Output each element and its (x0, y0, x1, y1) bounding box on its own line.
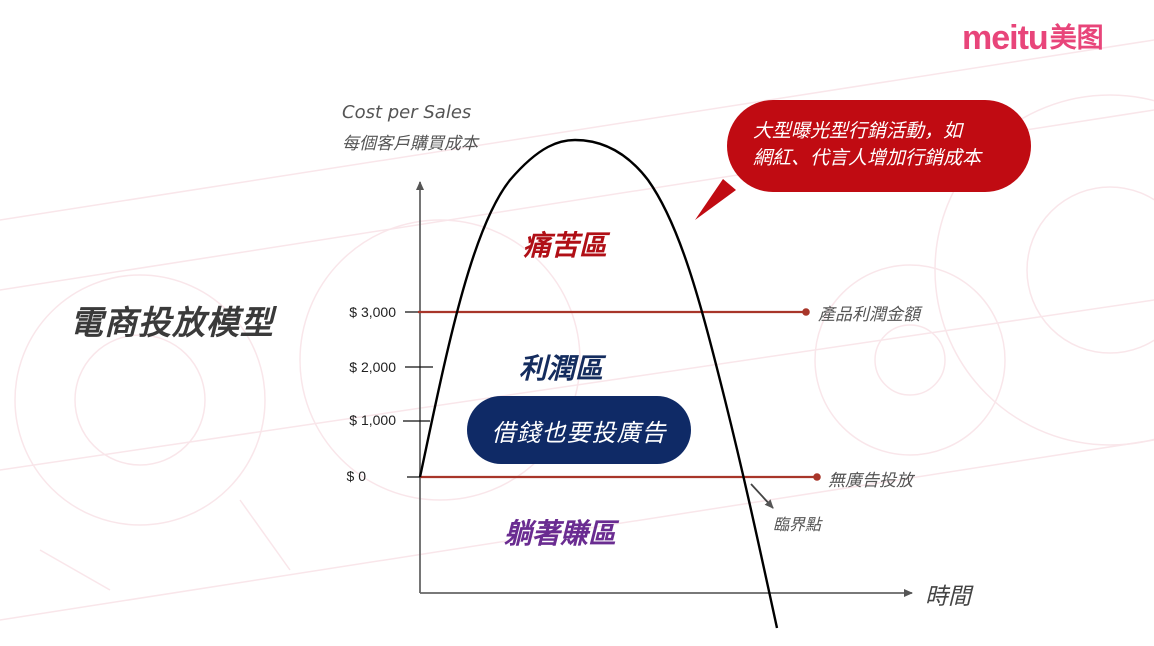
zero-line-label: 無廣告投放 (828, 471, 913, 491)
meitu-logo: meitu 美图 (962, 18, 1104, 58)
bubble-line-1: 大型曝光型行銷活動，如 (753, 120, 963, 142)
y-axis-label-en: Cost per Sales (342, 102, 472, 123)
y-tick-0: $ 0 (346, 468, 366, 484)
zone-label-pain: 痛苦區 (523, 229, 608, 262)
zone-label-lazy-earn: 躺著賺區 (504, 517, 617, 550)
y-axis-label-zh: 每個客戶購買成本 (342, 134, 478, 154)
logo-latin: meitu (962, 19, 1049, 57)
speech-bubble-tail (695, 179, 736, 220)
x-axis-label: 時間 (925, 584, 971, 610)
y-tick-2000: $ 2,000 (349, 359, 396, 375)
profit-line-dot (802, 308, 810, 316)
marketing-cost-speech-bubble: 大型曝光型行銷活動，如 網紅、代言人增加行銷成本 (727, 100, 1031, 192)
profit-line-label: 產品利潤金額 (818, 305, 920, 325)
slide-title: 電商投放模型 (70, 303, 274, 342)
logo-cjk: 美图 (1049, 22, 1104, 53)
borrow-to-advertise-pill: 借錢也要投廣告 (467, 396, 691, 464)
bubble-line-2: 網紅、代言人增加行銷成本 (753, 147, 982, 169)
pill-text: 借錢也要投廣告 (491, 418, 667, 447)
zero-line-dot (813, 473, 821, 481)
break-even-arrow (750, 483, 774, 509)
break-even-label: 臨界點 (773, 515, 822, 534)
cost-curve (418, 138, 779, 629)
y-tick-1000: $ 1,000 (349, 412, 396, 428)
y-tick-3000: $ 3,000 (349, 304, 396, 320)
zone-label-profit: 利潤區 (519, 352, 604, 385)
